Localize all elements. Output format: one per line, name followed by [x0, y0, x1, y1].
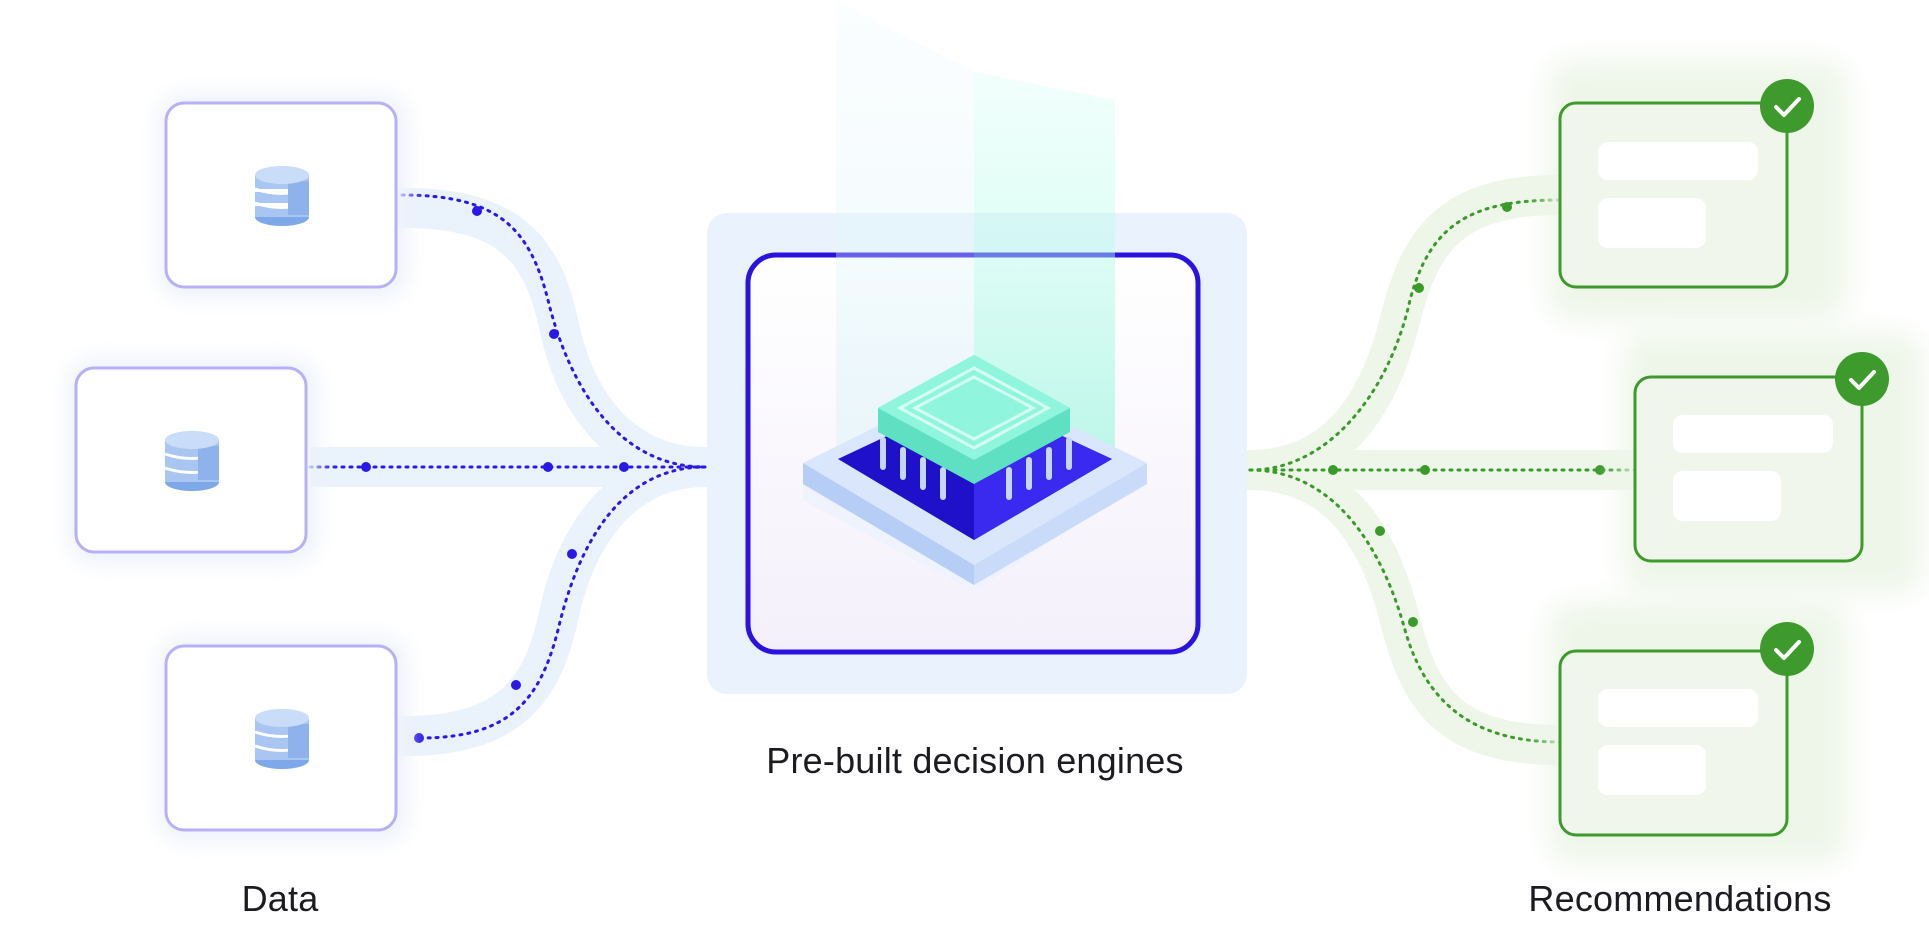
input-band-bottom [385, 447, 725, 756]
chip-pins [880, 437, 1072, 500]
output-line-top [1248, 198, 1562, 472]
input-line-bottom [418, 465, 707, 740]
input-flow-dot [361, 462, 371, 472]
output-line-bottom [1248, 468, 1562, 744]
recommendation-line [1598, 198, 1706, 248]
recommendation-card-middle [1623, 333, 1923, 593]
recommendations-label: Recommendations [1528, 878, 1832, 919]
processor-chip-icon [803, 355, 1147, 592]
output-flow-dot [1420, 465, 1430, 475]
output-band-top [1230, 175, 1580, 490]
recommendation-line [1598, 689, 1758, 727]
database-icon [254, 166, 310, 226]
recommendation-line [1673, 415, 1833, 453]
output-flow-dot [1375, 526, 1385, 536]
recommendation-line [1598, 745, 1706, 795]
engine-label: Pre-built decision engines [766, 740, 1184, 781]
database-icon [164, 431, 220, 491]
database-icon [254, 709, 310, 769]
decision-engine [707, 0, 1247, 694]
recommendation-line [1598, 142, 1758, 180]
input-flow-dot [567, 549, 577, 559]
data-source-top [158, 93, 408, 299]
recommendation-card-top [1548, 60, 1848, 320]
input-flow-dot [414, 733, 424, 743]
output-flow-dot [1502, 202, 1512, 212]
data-source-bottom [158, 636, 408, 842]
output-flow-dot [1414, 283, 1424, 293]
recommendation-card-bottom [1548, 603, 1848, 863]
output-flow-dot [1408, 617, 1418, 627]
check-badge-icon [1760, 622, 1814, 676]
output-band-bottom [1230, 450, 1580, 765]
recommendation-line [1673, 471, 1781, 521]
input-flow-dot [549, 329, 559, 339]
check-badge-icon [1760, 79, 1814, 133]
input-flow-dot [472, 206, 482, 216]
data-source-middle [68, 358, 318, 564]
input-flow-dot [619, 462, 629, 472]
input-flow-dot [511, 680, 521, 690]
check-badge-icon [1835, 352, 1889, 406]
input-flow-dot [543, 462, 553, 472]
input-dotted-lines [308, 193, 707, 743]
output-flow-dot [1595, 465, 1605, 475]
output-flow-dot [1328, 465, 1338, 475]
data-label: Data [241, 878, 319, 919]
output-dotted-lines [1248, 198, 1642, 744]
